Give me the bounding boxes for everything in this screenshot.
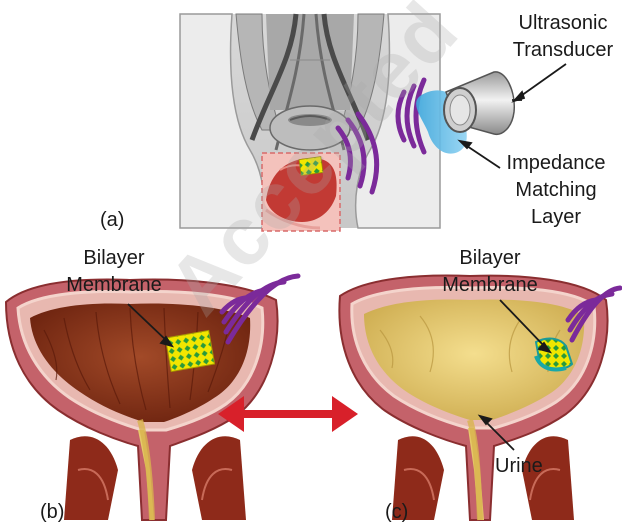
panel-b-membrane-label-line1: Bilayer	[44, 246, 184, 270]
panel-c-membrane-label-line1: Bilayer	[420, 246, 560, 270]
panel-b-label: (b)	[40, 500, 64, 524]
panel-c-bladder	[339, 276, 607, 520]
panel-c-label: (c)	[385, 500, 408, 524]
matching-label-line1: Impedance	[494, 151, 618, 175]
transition-arrow	[218, 396, 358, 432]
matching-label-line2: Matching	[494, 178, 618, 202]
matching-label-line3: Layer	[494, 205, 618, 229]
panel-a-label: (a)	[100, 208, 124, 232]
panel-c-membrane-label-line2: Membrane	[420, 273, 560, 297]
transducer-label-line1: Ultrasonic	[505, 11, 621, 35]
ultrasonic-transducer	[444, 72, 522, 134]
urine-label: Urine	[495, 454, 543, 478]
transducer-label-line2: Transducer	[505, 38, 621, 62]
panel-b-membrane-label-line2: Membrane	[44, 273, 184, 297]
